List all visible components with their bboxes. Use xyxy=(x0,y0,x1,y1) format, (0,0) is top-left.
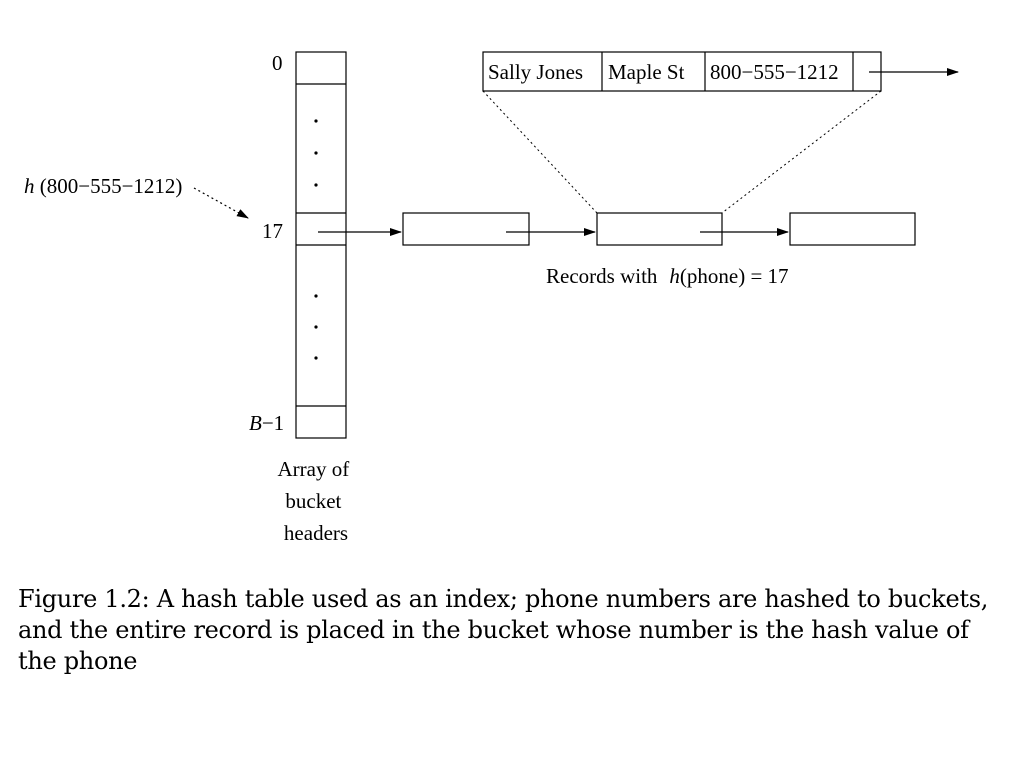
ellipsis-lower xyxy=(314,294,318,360)
hash-dotted-arrow xyxy=(193,187,249,219)
bucket-array-label: Array of bucket headers xyxy=(278,457,355,545)
zoom-line-left xyxy=(482,90,598,214)
bucket-index-last: B−1 xyxy=(249,411,284,435)
record-field-name: Sally Jones xyxy=(488,60,583,84)
bucket-index-0: 0 xyxy=(272,51,283,75)
ellipsis-upper xyxy=(314,119,318,187)
record-box-1 xyxy=(402,212,530,246)
bucket-index-17: 17 xyxy=(262,219,283,243)
record-box-2 xyxy=(596,212,723,246)
hash-table-diagram: 0 17 B−1 Array of bucket headers h (800−… xyxy=(24,51,959,545)
zoom-line-right xyxy=(721,90,882,214)
record-box-3 xyxy=(789,212,916,246)
hash-call-label: h (800−555−1212) xyxy=(24,174,182,198)
record-field-street: Maple St xyxy=(608,60,685,84)
figure-caption: Figure 1.2: A hash table used as an inde… xyxy=(18,585,989,675)
record-field-phone: 800−555−1212 xyxy=(710,60,839,84)
